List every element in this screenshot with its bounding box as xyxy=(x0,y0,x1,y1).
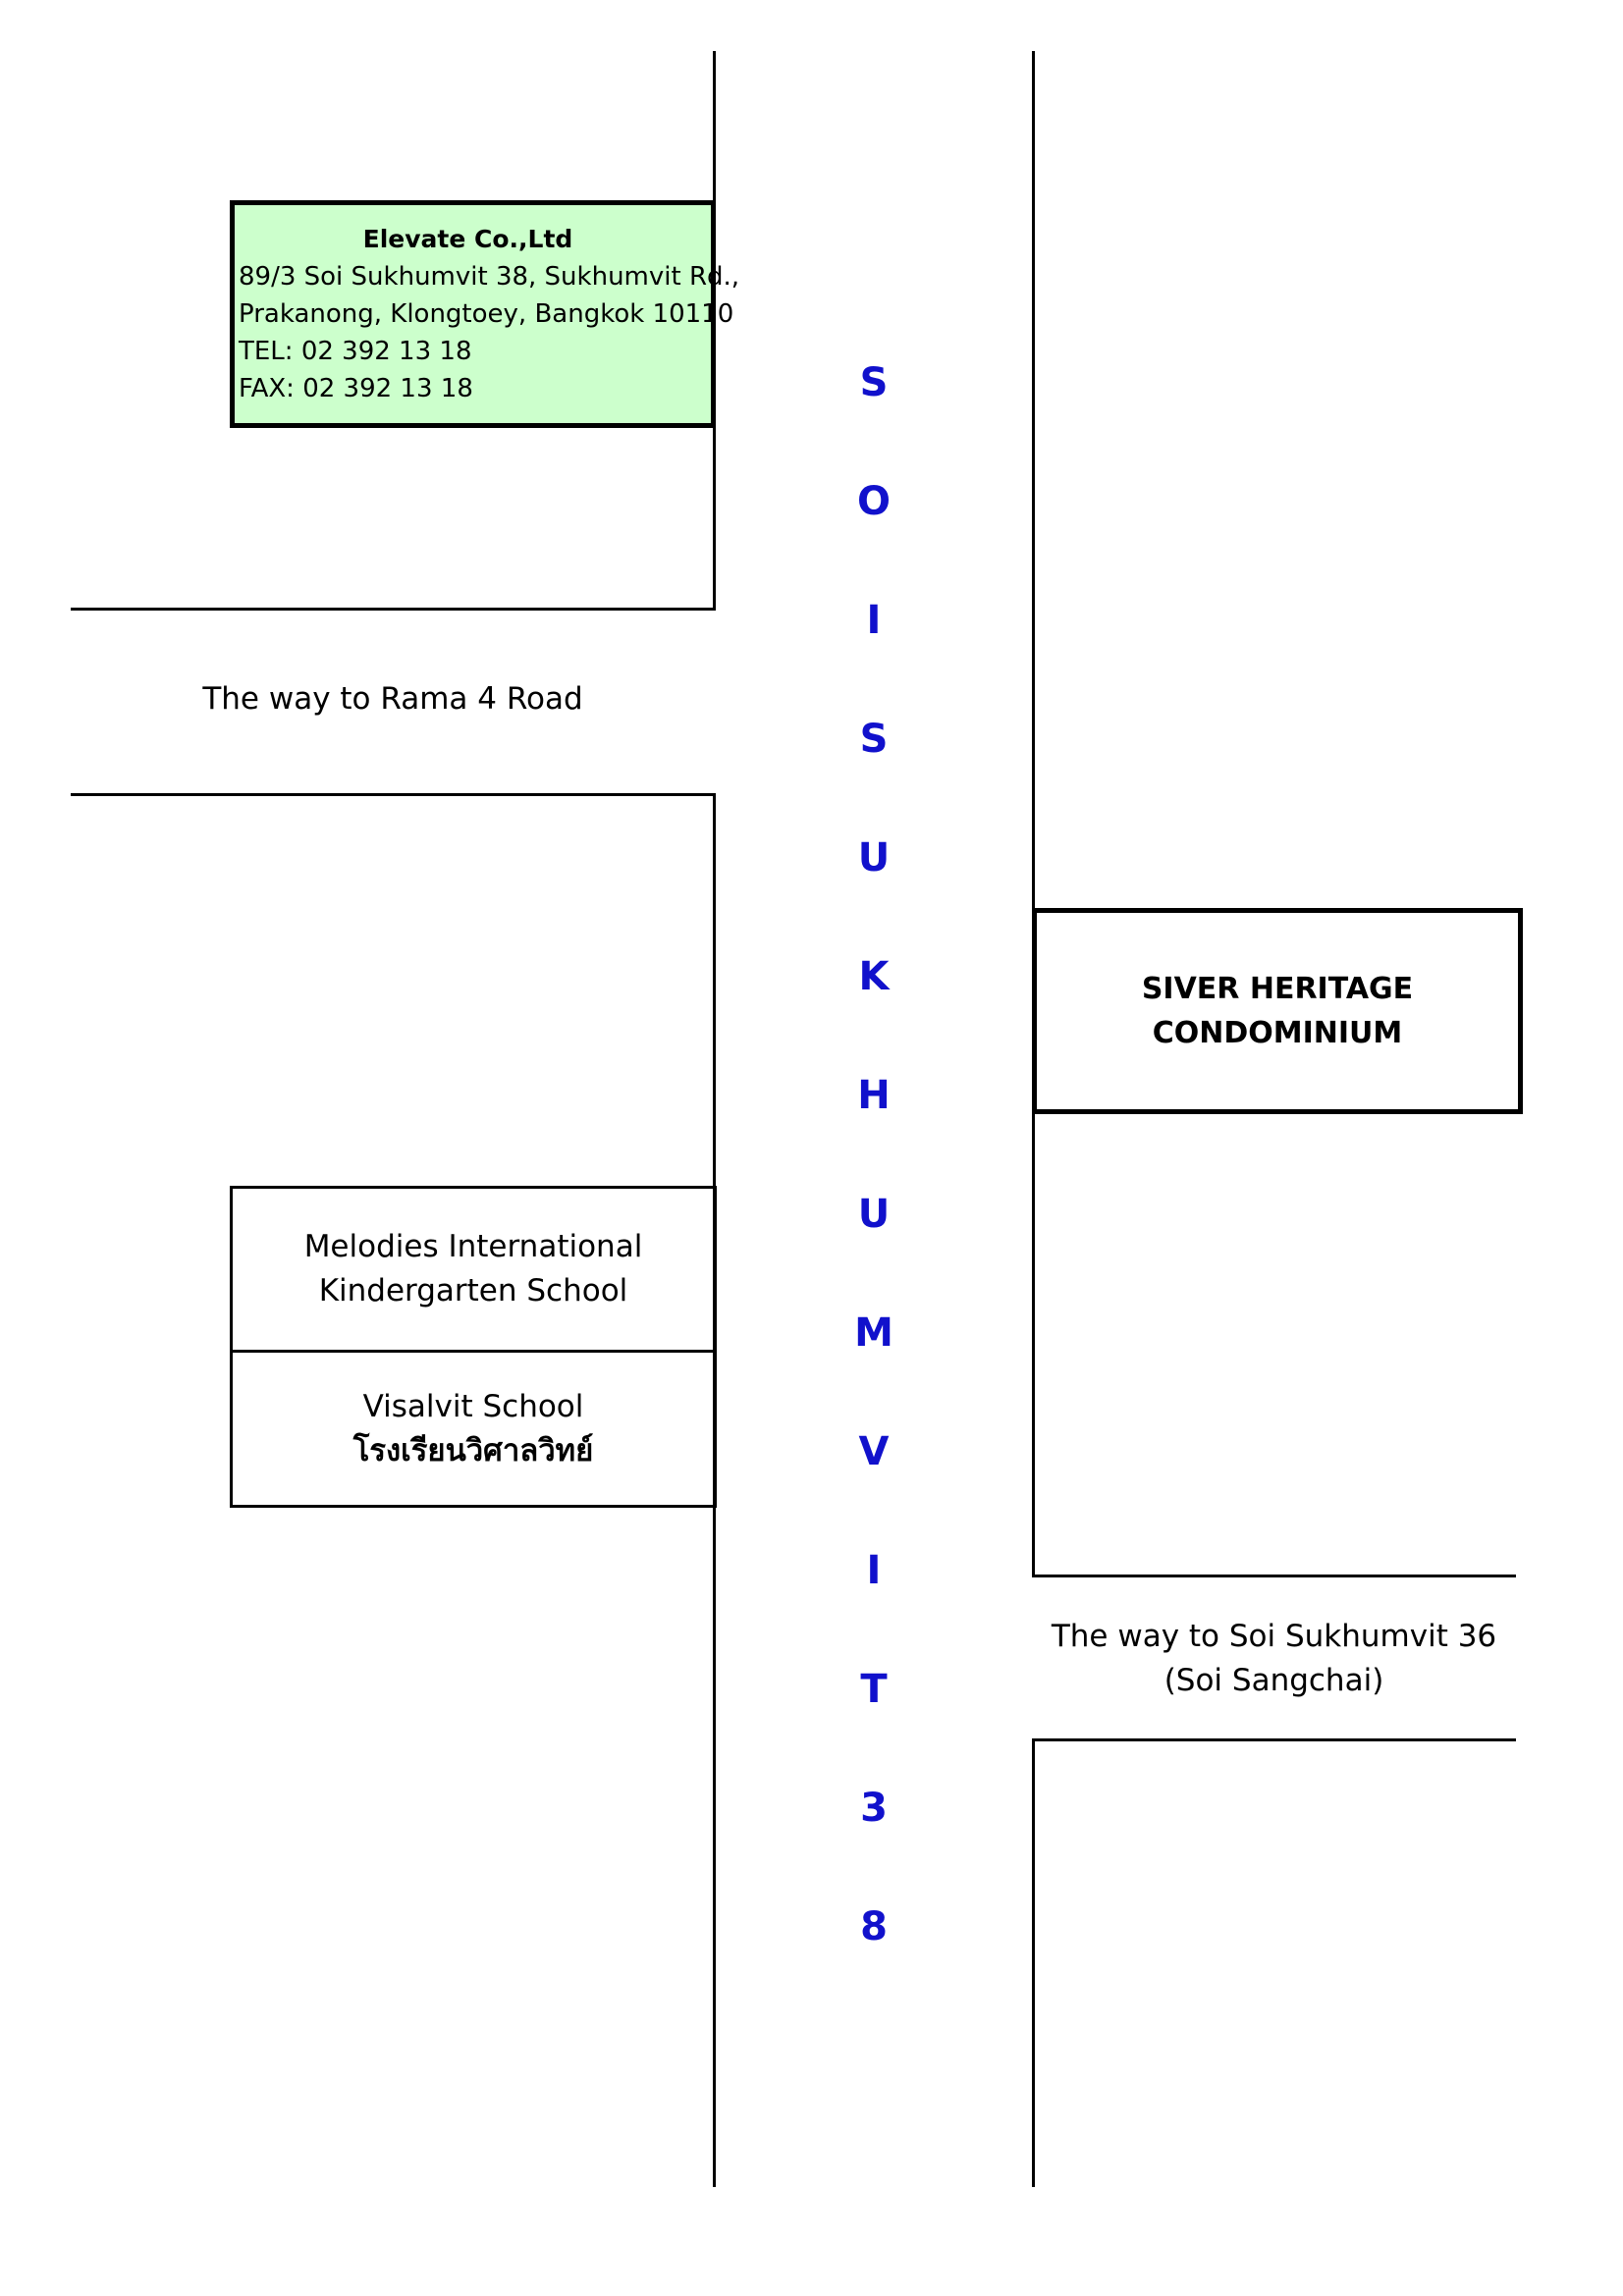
street-letter: U xyxy=(857,1192,891,1237)
condo-name-line2: CONDOMINIUM xyxy=(1152,1016,1403,1050)
soi-right-edge-upper xyxy=(1032,51,1035,910)
company-name: Elevate Co.,Ltd xyxy=(362,225,573,253)
street-letter: 8 xyxy=(860,1904,888,1949)
soi-36-label-line1: The way to Soi Sukhumvit 36 xyxy=(1051,1619,1497,1654)
street-letter: I xyxy=(866,598,882,643)
street-letter: U xyxy=(857,835,891,881)
soi-36-label-line2: (Soi Sangchai) xyxy=(1163,1663,1384,1698)
company-address-line1: 89/3 Soi Sukhumvit 38, Sukhumvit Rd., xyxy=(239,262,740,292)
street-letter: V xyxy=(858,1429,890,1474)
street-letter: 3 xyxy=(860,1786,888,1831)
company-address-line2: Prakanong, Klongtoey, Bangkok 10110 xyxy=(239,299,734,329)
visalvit-name-th: โรงเรียนวิศาลวิทย์ xyxy=(352,1432,594,1468)
kindergarten-line1: Melodies International xyxy=(303,1229,643,1264)
side-road-right-top-edge xyxy=(1032,1575,1516,1577)
street-letter: M xyxy=(854,1310,893,1356)
rama4-road-label: The way to Rama 4 Road xyxy=(202,681,583,717)
side-road-right-bottom-edge xyxy=(1032,1738,1516,1741)
soi-sukhumvit-36-label: The way to Soi Sukhumvit 36 (Soi Sangcha… xyxy=(1032,1615,1516,1703)
street-letter: T xyxy=(860,1667,888,1712)
soi-right-edge-lower xyxy=(1032,1112,1035,1576)
condo-name-line1: SIVER HERITAGE xyxy=(1141,972,1414,1006)
company-address-box: Elevate Co.,Ltd 89/3 Soi Sukhumvit 38, S… xyxy=(230,200,739,428)
street-letter: H xyxy=(857,1073,891,1118)
soi-right-edge-bottom xyxy=(1032,1740,1035,2187)
street-name-vertical: S O I S U K H U M V I T 3 8 xyxy=(835,353,913,2016)
street-letter: S xyxy=(859,717,889,762)
street-letter: O xyxy=(856,479,891,524)
visalvit-school-box: Visalvit School โรงเรียนวิศาลวิทย์ xyxy=(230,1350,717,1508)
side-road-left-bottom-edge xyxy=(71,793,716,796)
kindergarten-line2: Kindergarten School xyxy=(318,1273,628,1308)
company-fax: FAX: 02 392 13 18 xyxy=(239,374,473,403)
condominium-box: SIVER HERITAGE CONDOMINIUM xyxy=(1032,908,1523,1114)
company-tel: TEL: 02 392 13 18 xyxy=(239,337,472,366)
kindergarten-box: Melodies International Kindergarten Scho… xyxy=(230,1186,717,1353)
street-letter: I xyxy=(866,1548,882,1593)
street-letter: S xyxy=(859,360,889,405)
visalvit-name-en: Visalvit School xyxy=(362,1388,584,1424)
side-road-left-top-edge xyxy=(71,608,716,611)
street-letter: K xyxy=(858,954,890,999)
